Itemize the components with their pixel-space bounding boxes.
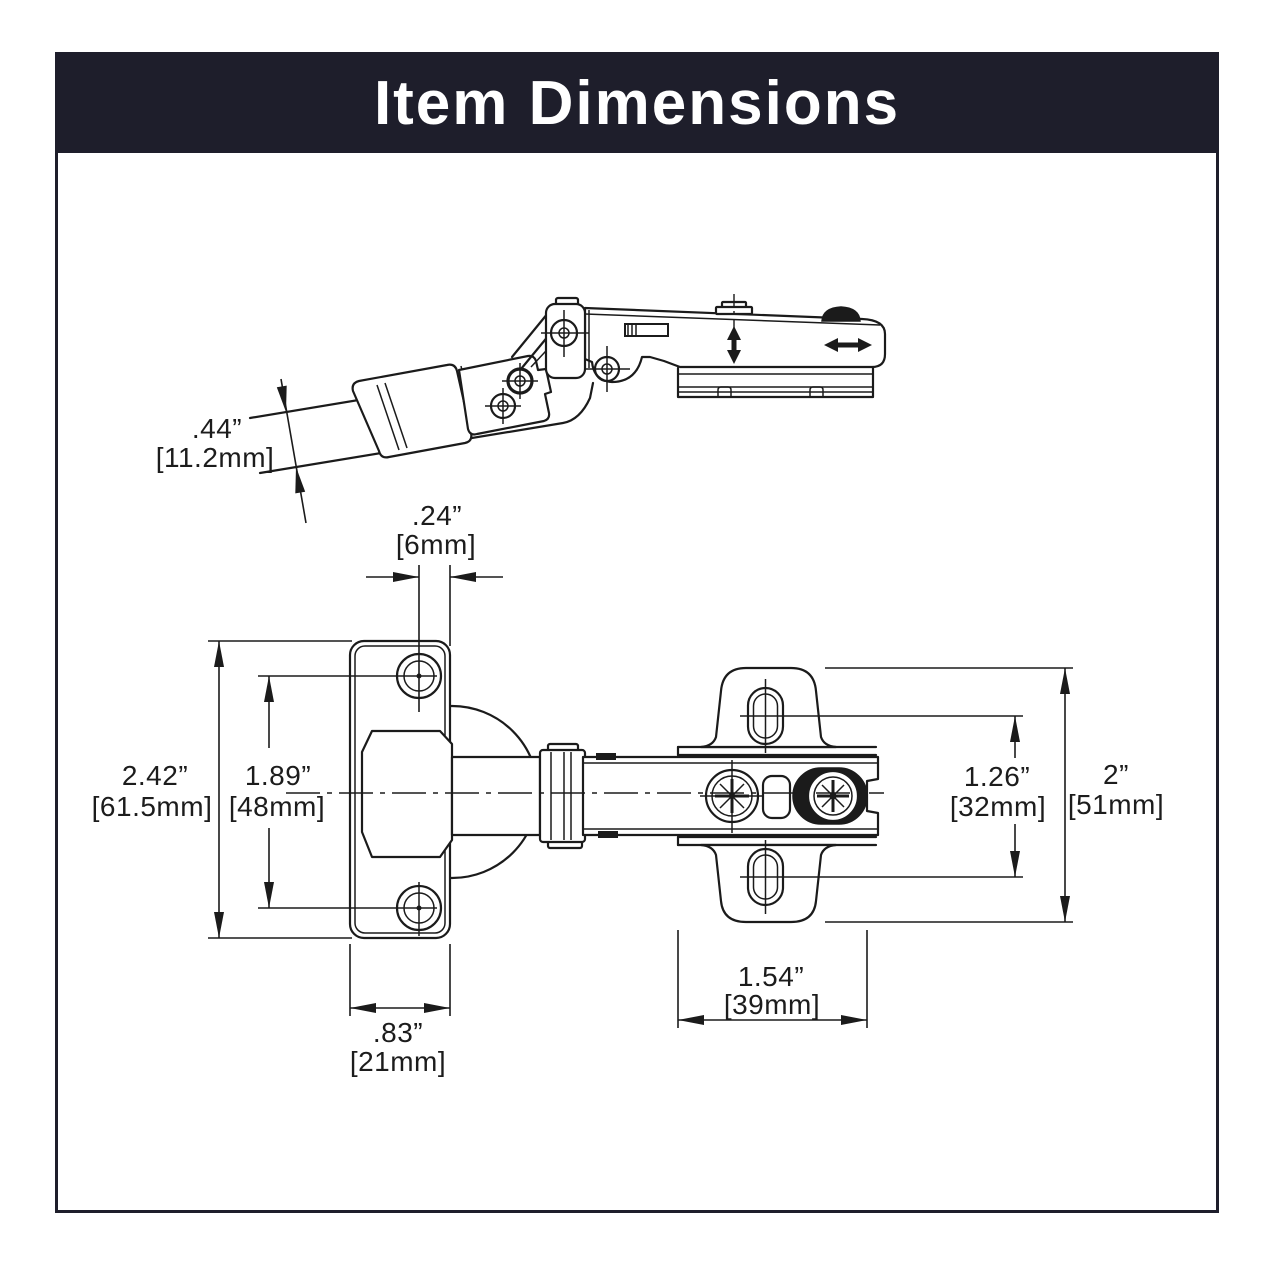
dimension-edge-distance: .24” [6mm] — [366, 500, 503, 712]
dim-label: [11.2mm] — [156, 442, 275, 473]
knuckle-plan — [538, 748, 587, 844]
flange-screw-icon — [485, 388, 521, 424]
mount-screw-icon — [792, 767, 868, 825]
dim-label: 1.26” — [964, 761, 1030, 792]
dimension-mount-plate-width: 1.54” [39mm] — [677, 930, 868, 1028]
dimension-cup-plate-width: .83” [21mm] — [349, 944, 451, 1077]
dimension-mount-plate-height: 2” [51mm] — [825, 667, 1164, 923]
depth-adjust-screw-icon — [821, 306, 861, 322]
arm-slot — [624, 323, 669, 337]
hinge-cup-can — [351, 363, 473, 459]
dim-label: [48mm] — [229, 791, 325, 822]
horizontal-adjust-arrow-icon — [824, 338, 872, 352]
height-adjust-screw-icon — [714, 294, 754, 332]
dim-label: [39mm] — [724, 989, 820, 1020]
mounting-plate-plan — [676, 666, 878, 924]
dim-label: [21mm] — [350, 1046, 446, 1077]
dim-label: 1.54” — [738, 961, 804, 992]
dim-label: [61.5mm] — [92, 791, 213, 822]
band-bottom-edge — [258, 381, 595, 475]
header-bar: Item Dimensions — [58, 55, 1216, 153]
dimension-arm-thickness: .44” [11.2mm] — [156, 378, 307, 524]
front-plan-view: 2.42” [61.5mm] 1.89” [48mm] — [92, 500, 1164, 1077]
dim-label: 1.89” — [245, 760, 311, 791]
dim-label: .83” — [373, 1017, 423, 1048]
cup-face — [360, 729, 454, 859]
vertical-adjust-arrow-icon — [727, 326, 741, 364]
mounting-plate-side — [676, 366, 875, 399]
diagram-frame: Item Dimensions — [55, 52, 1219, 1213]
dimension-screw-spacing: 1.89” [48mm] — [229, 675, 437, 909]
knuckle — [544, 302, 587, 380]
dim-label: 2” — [1103, 759, 1129, 790]
dim-label: [6mm] — [396, 529, 476, 560]
arm-screw-icon — [584, 346, 630, 392]
side-profile-view: .44” [11.2mm] — [156, 294, 887, 524]
arm-neck — [450, 755, 542, 837]
dimension-plate-height: 2.42” [61.5mm] — [92, 640, 352, 939]
page-title: Item Dimensions — [373, 69, 901, 138]
dim-label: .44” — [192, 413, 242, 444]
dim-label: [51mm] — [1068, 789, 1164, 820]
dimension-mount-hole-spacing: 1.26” [32mm] — [740, 715, 1046, 878]
dim-label: 2.42” — [122, 760, 188, 791]
knuckle-screw-icon — [541, 310, 589, 357]
dim-label: [32mm] — [950, 791, 1046, 822]
dim-label: .24” — [412, 500, 462, 531]
cam-screw-icon — [700, 760, 766, 833]
